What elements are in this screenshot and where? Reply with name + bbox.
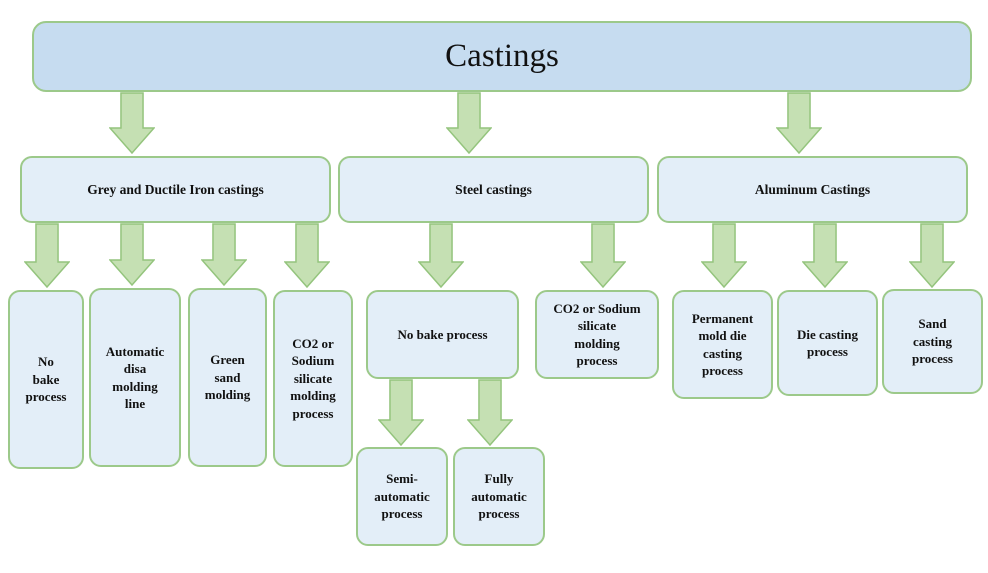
process-aluminum-sand-casting-label-line-1: Sand [918,316,947,332]
process-aluminum-sand-casting-label-line-3: process [912,351,953,367]
process-iron-co2-label-line-2: Sodium [291,353,335,369]
arrow-root-to-aluminum [776,92,822,154]
process-iron-green-sand-label-line-3: molding [204,387,251,403]
process-steel-co2-label-line-1: CO2 or Sodium [553,300,641,316]
arrow-root-to-steel [446,92,492,154]
process-aluminum-permanent-mold: Permanent mold die casting process [672,290,773,399]
process-aluminum-permanent-mold-label-line-1: Permanent [691,310,754,326]
process-aluminum-die-casting-label-line-1: Die casting [796,326,859,342]
category-aluminum-label: Aluminum Castings [754,181,871,197]
arrow-iron-to-disa [109,223,155,286]
root-node-castings: Castings [32,21,972,92]
process-iron-disa: Automatic disa molding line [89,288,181,467]
arrow-iron-to-green-sand [201,223,247,286]
category-aluminum: Aluminum Castings [657,156,968,223]
process-iron-no-bake-label-line-2: bake [32,371,60,387]
category-steel-label: Steel castings [455,181,532,197]
process-iron-co2-label-line-4: molding [290,388,336,404]
process-steel-semi-automatic-label-line-3: process [381,506,423,522]
process-iron-no-bake-label-line-3: process [25,389,67,405]
process-iron-green-sand-label-line-2: sand [214,369,241,385]
process-iron-disa-label-line-1: Automatic [105,343,165,359]
arrow-aluminum-to-die [802,223,848,288]
process-steel-no-bake-label-line-1: No bake process [397,326,488,342]
arrow-iron-to-co2 [284,223,330,288]
process-iron-no-bake-label-line-1: No [38,354,54,370]
process-iron-disa-label: Automatic disa molding line [106,343,165,413]
process-aluminum-permanent-mold-label-line-3: casting [703,345,742,361]
process-iron-co2-label-line-5: process [292,405,334,421]
arrow-iron-to-no-bake [24,223,70,288]
process-steel-fully-automatic-label-line-3: process [478,506,520,522]
process-steel-co2-label: CO2 or Sodium silicate molding process [553,300,640,370]
process-iron-green-sand-label-line-1: Green [210,352,245,368]
process-steel-co2-label-line-2: silicate [577,318,617,333]
process-aluminum-permanent-mold-label-line-4: process [702,363,743,378]
process-iron-co2-label-line-1: CO2 or [292,335,334,351]
process-steel-no-bake-label: No bake process [397,326,487,344]
process-steel-semi-automatic: Semi-automatic process [356,447,448,546]
process-iron-disa-label-line-2: disa [123,361,147,376]
process-iron-disa-label-line-3: molding [112,378,158,394]
process-steel-fully-automatic-label-line-2: automatic [471,488,527,504]
category-steel: Steel castings [338,156,649,223]
arrow-steel-to-no-bake [418,223,464,288]
process-steel-co2-label-line-3: molding [574,335,620,351]
process-aluminum-die-casting-label-line-2: process [807,344,848,359]
process-steel-semi-automatic-label-line-2: automatic [374,488,430,504]
process-steel-semi-automatic-label-line-1: Semi- [386,471,418,487]
category-iron: Grey and Ductile Iron castings [20,156,331,223]
category-iron-label: Grey and Ductile Iron castings [87,181,264,197]
process-steel-fully-automatic-label-line-1: Fully [484,471,514,487]
process-aluminum-die-casting: Die casting process [777,290,878,396]
process-steel-no-bake: No bake process [366,290,519,379]
process-aluminum-sand-casting-label-line-2: casting [913,333,952,349]
process-aluminum-permanent-mold-label-line-2: mold die [698,328,747,343]
arrow-root-to-iron [109,92,155,154]
arrow-aluminum-to-sand [909,223,955,288]
process-aluminum-die-casting-label: Die casting process [797,326,858,361]
process-steel-semi-automatic-label: Semi-automatic process [374,470,430,523]
process-iron-disa-label-line-4: line [124,396,146,411]
arrow-aluminum-to-permanent [701,223,747,288]
arrow-steel-to-co2 [580,223,626,288]
process-steel-co2: CO2 or Sodium silicate molding process [535,290,659,379]
arrow-no-bake-to-semi [378,379,424,446]
process-iron-co2-label-line-3: silicate [293,370,333,386]
process-steel-co2-label-line-4: process [576,353,618,368]
arrow-no-bake-to-fully [467,379,513,446]
root-label: Castings [445,37,559,74]
process-aluminum-permanent-mold-label: Permanent mold die casting process [692,310,753,380]
